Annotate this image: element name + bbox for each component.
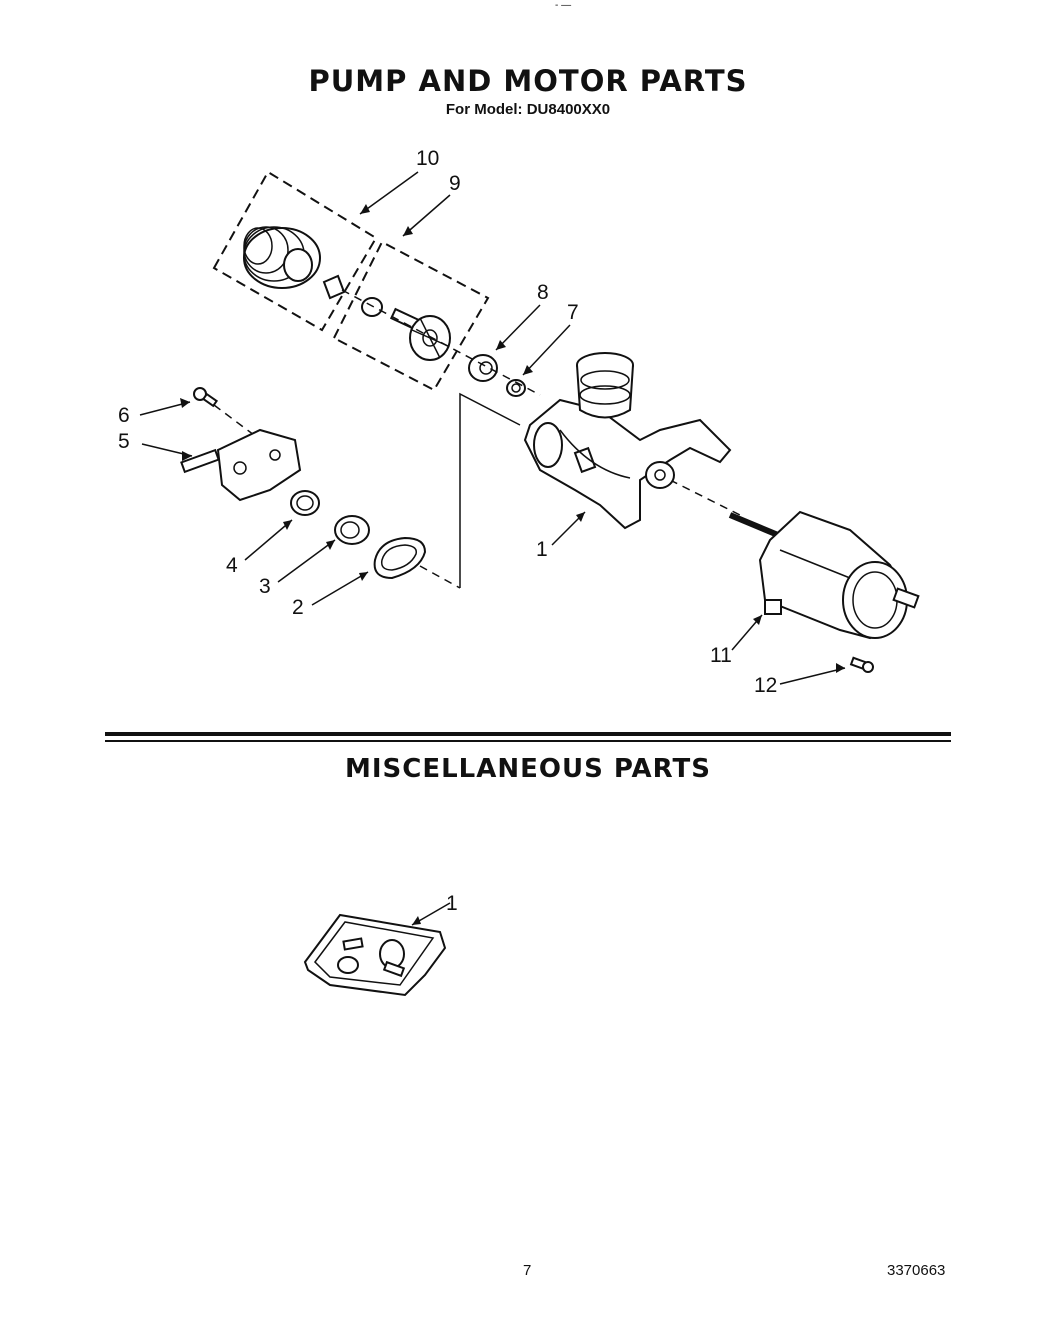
page-title: PUMP AND MOTOR PARTS <box>308 64 748 98</box>
part-2-gasket <box>373 536 427 580</box>
misc-part-1-bracket <box>303 902 451 997</box>
part-9-impeller <box>361 297 451 361</box>
part-8-seal <box>468 354 498 382</box>
callout-2: 2 <box>292 596 304 619</box>
callout-4: 4 <box>226 554 238 577</box>
callout-8: 8 <box>537 281 549 304</box>
callout-1: 1 <box>536 538 548 561</box>
part-12-screw <box>849 656 874 673</box>
misc-callout-1: 1 <box>446 892 458 915</box>
callout-11: 11 <box>710 644 732 667</box>
part-6-screw <box>193 387 219 408</box>
model-subtitle: For Model: DU8400XX0 <box>445 101 611 118</box>
part-10-filter-drum <box>243 226 346 300</box>
callout-10: 10 <box>416 147 439 170</box>
part-3-seal-ring <box>334 515 370 545</box>
top-mark: - — <box>555 0 572 11</box>
callout-12: 12 <box>754 674 777 697</box>
part-5-pump-cover <box>180 428 302 502</box>
callout-5: 5 <box>118 430 130 453</box>
assembly-9-outline <box>332 240 490 392</box>
part-11-motor <box>728 510 920 640</box>
callout-3: 3 <box>259 575 271 598</box>
document-number: 3370663 <box>887 1262 946 1279</box>
section-divider-thin <box>105 740 951 742</box>
callout-6: 6 <box>118 404 130 427</box>
page-number: 7 <box>523 1262 532 1279</box>
assembly-10-outline <box>212 170 378 332</box>
section-divider <box>105 732 951 736</box>
part-1-pump-housing <box>523 352 732 530</box>
leader-lines <box>139 171 846 685</box>
callout-7: 7 <box>567 301 579 324</box>
misc-section-title: MISCELLANEOUS PARTS <box>345 754 711 784</box>
part-4-bushing <box>290 490 320 516</box>
callout-9: 9 <box>449 172 461 195</box>
